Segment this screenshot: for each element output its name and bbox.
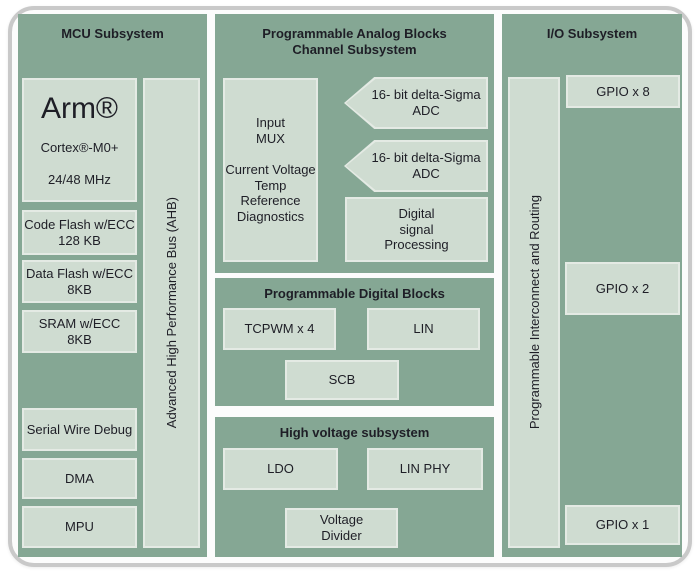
dma-block: DMA (22, 458, 137, 499)
ldo-block: LDO (223, 448, 338, 490)
digital-signal-processing-block: Digital signal Processing (345, 197, 488, 262)
arm-core-label: Arm® Cortex®-M0+ 24/48 MHz (41, 76, 119, 204)
gpio-x2-block: GPIO x 2 (565, 262, 680, 315)
delta-sigma-adc-arrow-1: 16- bit delta-Sigma ADC (344, 77, 488, 129)
high-voltage-subsystem-panel: High voltage subsystem LDO LIN PHY Volta… (215, 417, 494, 557)
lin-block: LIN (367, 308, 480, 350)
arm-core-block: Arm® Cortex®-M0+ 24/48 MHz (22, 78, 137, 202)
code-flash-block: Code Flash w/ECC 128 KB (22, 210, 137, 255)
arm-brand-text: Arm® (40, 91, 119, 125)
mcu-subsystem-panel: MCU Subsystem Arm® Cortex®-M0+ 24/48 MHz… (18, 14, 207, 557)
input-mux-block: Input MUX Current Voltage Temp Reference… (223, 78, 318, 262)
io-panel-title: I/O Subsystem (546, 26, 638, 41)
arm-cortex-text: Cortex®-M0+ (40, 140, 119, 156)
ahb-bus-bar: Advanced High Performance Bus (AHB) (143, 78, 200, 548)
scb-block: SCB (285, 360, 399, 400)
mcu-panel-title: MCU Subsystem (61, 26, 164, 41)
lin-phy-block: LIN PHY (367, 448, 483, 490)
delta-sigma-adc-label-2: 16- bit delta-Sigma ADC (346, 142, 486, 190)
serial-wire-debug-block: Serial Wire Debug (22, 408, 137, 451)
voltage-divider-block: Voltage Divider (285, 508, 398, 548)
digital-panel-title: Programmable Digital Blocks (264, 286, 445, 301)
sram-block: SRAM w/ECC 8KB (22, 310, 137, 353)
delta-sigma-adc-arrow-2: 16- bit delta-Sigma ADC (344, 140, 488, 192)
ahb-bus-label: Advanced High Performance Bus (AHB) (164, 197, 179, 429)
hv-panel-title: High voltage subsystem (279, 425, 430, 440)
delta-sigma-adc-label-1: 16- bit delta-Sigma ADC (346, 79, 486, 127)
digital-blocks-panel: Programmable Digital Blocks TCPWM x 4 LI… (215, 278, 494, 406)
interconnect-routing-bar: Programmable Interconnect and Routing (508, 77, 560, 548)
io-subsystem-panel: I/O Subsystem Programmable Interconnect … (502, 14, 682, 557)
mpu-block: MPU (22, 506, 137, 548)
interconnect-routing-label: Programmable Interconnect and Routing (526, 195, 542, 430)
analog-panel-title: Programmable Analog Blocks Channel Subsy… (262, 26, 447, 58)
gpio-x8-block: GPIO x 8 (566, 75, 680, 108)
data-flash-block: Data Flash w/ECC 8KB (22, 260, 137, 303)
analog-channel-subsystem-panel: Programmable Analog Blocks Channel Subsy… (215, 14, 494, 273)
tcpwm-block: TCPWM x 4 (223, 308, 336, 350)
gpio-x1-block: GPIO x 1 (565, 505, 680, 545)
arm-freq-text: 24/48 MHz (48, 172, 111, 188)
